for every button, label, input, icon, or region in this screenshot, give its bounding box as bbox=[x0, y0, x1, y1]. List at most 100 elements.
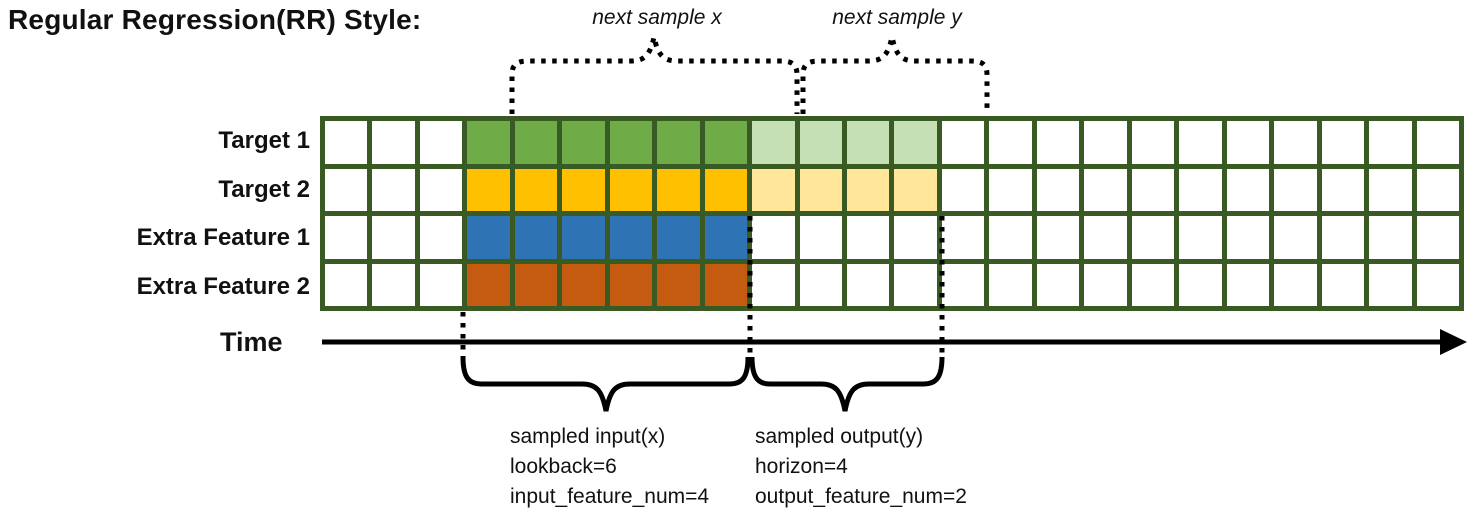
grid-cell bbox=[419, 263, 463, 306]
time-axis-arrow-icon bbox=[1440, 329, 1467, 355]
grid-cell bbox=[799, 121, 843, 164]
grid-cell bbox=[657, 121, 700, 164]
output-feature-num: output_feature_num=2 bbox=[755, 485, 967, 508]
lookback-value: lookback=6 bbox=[510, 455, 617, 478]
grid-cell bbox=[1226, 216, 1270, 259]
grid-cell bbox=[752, 216, 795, 259]
input-feature-num: input_feature_num=4 bbox=[510, 485, 710, 508]
grid-cell bbox=[1416, 216, 1459, 259]
grid-cell bbox=[894, 168, 937, 211]
next-sample-y-brace-icon bbox=[800, 36, 990, 114]
grid-cell bbox=[419, 216, 463, 259]
grid-cell bbox=[1179, 121, 1222, 164]
grid-cell bbox=[609, 216, 653, 259]
grid-cell bbox=[704, 216, 748, 259]
grid-cell bbox=[941, 121, 985, 164]
grid-cell bbox=[704, 121, 748, 164]
grid-cell bbox=[704, 168, 748, 211]
grid-cell bbox=[1321, 121, 1365, 164]
grid-cell bbox=[657, 216, 700, 259]
next-sample-x-brace-icon bbox=[509, 36, 800, 114]
grid-cell bbox=[1036, 168, 1080, 211]
grid-cell bbox=[1416, 168, 1459, 211]
grid-cell bbox=[325, 216, 368, 259]
grid-cell bbox=[847, 121, 890, 164]
grid-cell bbox=[419, 121, 463, 164]
grid-cell bbox=[1131, 216, 1175, 259]
row-label-extra-feature-2: Extra Feature 2 bbox=[136, 273, 310, 300]
grid-cell bbox=[1321, 216, 1365, 259]
grid-cell bbox=[941, 263, 985, 306]
grid-cell bbox=[1369, 263, 1412, 306]
grid-cell bbox=[1369, 168, 1412, 211]
grid-cell bbox=[1131, 263, 1175, 306]
grid-cell bbox=[514, 168, 558, 211]
grid-cell bbox=[1274, 263, 1317, 306]
grid-cell bbox=[1416, 263, 1459, 306]
grid-cell bbox=[752, 263, 795, 306]
grid-cell bbox=[894, 263, 937, 306]
grid-cell bbox=[1226, 168, 1270, 211]
grid-cell bbox=[752, 168, 795, 211]
grid-cell bbox=[941, 168, 985, 211]
grid-cell bbox=[514, 216, 558, 259]
grid-cell bbox=[1416, 121, 1459, 164]
grid-cell bbox=[467, 121, 510, 164]
grid-cell bbox=[419, 168, 463, 211]
grid-cell bbox=[562, 216, 605, 259]
grid-cell bbox=[1321, 263, 1365, 306]
grid-cell bbox=[752, 121, 795, 164]
grid-cell bbox=[1131, 168, 1175, 211]
time-axis-label: Time bbox=[220, 327, 283, 357]
grid-cell bbox=[941, 216, 985, 259]
grid-cell bbox=[1274, 121, 1317, 164]
next-sample-y-label: next sample y bbox=[832, 6, 962, 29]
grid-cell bbox=[1036, 121, 1080, 164]
grid-cell bbox=[372, 168, 415, 211]
sampled-input-info: sampled input(x) lookback=6 input_featur… bbox=[510, 422, 709, 512]
grid-cell bbox=[989, 216, 1032, 259]
grid-cell bbox=[799, 263, 843, 306]
grid-cell bbox=[799, 216, 843, 259]
grid-cell bbox=[1084, 263, 1127, 306]
grid-cell bbox=[609, 168, 653, 211]
grid-cell bbox=[1226, 121, 1270, 164]
grid-cell bbox=[562, 168, 605, 211]
grid-cell bbox=[467, 216, 510, 259]
diagram-title: Regular Regression(RR) Style: bbox=[8, 4, 422, 35]
grid-cell bbox=[1131, 121, 1175, 164]
grid-cell bbox=[657, 168, 700, 211]
grid-cell bbox=[894, 121, 937, 164]
grid-cell bbox=[1369, 216, 1412, 259]
grid-cell bbox=[325, 121, 368, 164]
sampled-input-title: sampled input(x) bbox=[510, 425, 666, 448]
grid-cell bbox=[372, 121, 415, 164]
grid-cell bbox=[1321, 168, 1365, 211]
grid-cell bbox=[989, 263, 1032, 306]
row-label-target-2: Target 2 bbox=[218, 176, 310, 203]
row-label-target-1: Target 1 bbox=[218, 127, 310, 154]
horizon-value: horizon=4 bbox=[755, 455, 848, 478]
grid-cell bbox=[1084, 168, 1127, 211]
grid-cell bbox=[1036, 216, 1080, 259]
grid-cell bbox=[799, 168, 843, 211]
grid-cell bbox=[325, 168, 368, 211]
grid-cell bbox=[609, 121, 653, 164]
grid-cell bbox=[894, 216, 937, 259]
grid-cell bbox=[657, 263, 700, 306]
grid-cell bbox=[1084, 216, 1127, 259]
grid-cell bbox=[1369, 121, 1412, 164]
grid-cell bbox=[989, 168, 1032, 211]
row-label-extra-feature-1: Extra Feature 1 bbox=[136, 224, 310, 251]
grid-cell bbox=[1179, 216, 1222, 259]
grid-cell bbox=[1036, 263, 1080, 306]
grid-cell bbox=[1179, 168, 1222, 211]
grid-cell bbox=[372, 216, 415, 259]
sampled-output-title: sampled output(y) bbox=[755, 425, 924, 448]
next-sample-x-label: next sample x bbox=[592, 6, 722, 29]
grid-cell bbox=[1226, 263, 1270, 306]
grid-cell bbox=[704, 263, 748, 306]
grid-cell bbox=[514, 263, 558, 306]
sampled-input-brace-icon bbox=[460, 356, 751, 412]
